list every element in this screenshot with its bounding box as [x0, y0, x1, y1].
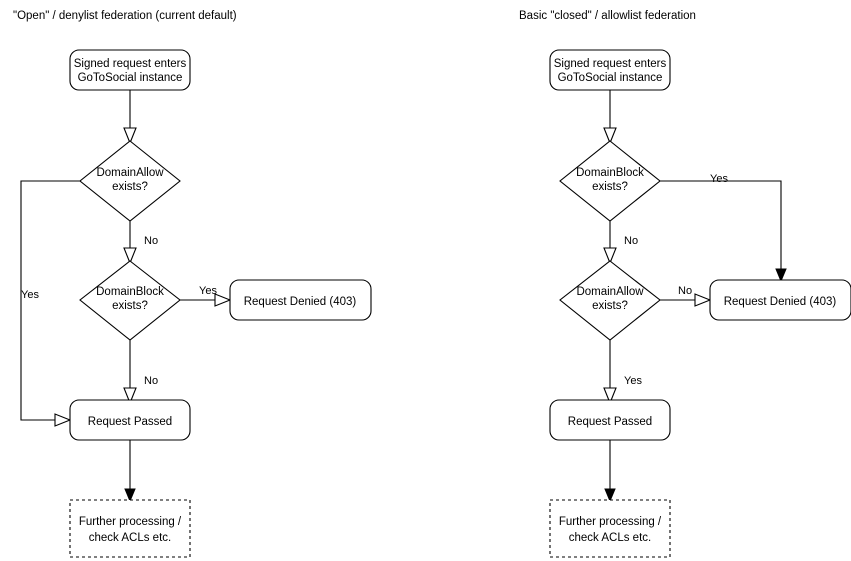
edge-entry-to-decision1-left [123, 90, 137, 145]
edge-domainallow-no-right: No [660, 285, 712, 307]
further-processing-label-line2: check ACLs etc. [89, 532, 171, 544]
domainallow-label-line2: exists? [592, 300, 628, 312]
edge-label-domainallow-no: No [678, 285, 692, 297]
node-request-passed-right: Request Passed [549, 399, 671, 441]
node-decision-domainallow-right: DomainAllow exists? [559, 260, 661, 341]
edge-domainblock-yes-left: Yes [180, 285, 232, 307]
edge-entry-to-decision1-right [603, 90, 617, 145]
panel-title-left: "Open" / denylist federation (current de… [13, 10, 237, 22]
entry-label-line1: Signed request enters [74, 58, 187, 70]
arrowhead-open [603, 247, 617, 265]
entry-label-line1: Signed request enters [554, 58, 667, 70]
node-decision-domainblock-right: DomainBlock exists? [559, 140, 661, 222]
request-denied-box-shape [709, 279, 851, 321]
request-denied-label: Request Denied (403) [244, 296, 357, 308]
edge-domainallow-yes-left: Yes [20, 180, 80, 427]
edge-label-domainallow-yes: Yes [21, 289, 39, 301]
edge-domainallow-yes-right: Yes [603, 340, 642, 405]
arrowhead-open [123, 387, 137, 405]
edge-passed-to-further-right [604, 440, 616, 503]
arrowhead-open [123, 247, 137, 265]
edge-label-domainblock-yes: Yes [710, 173, 728, 185]
request-denied-box-shape [229, 279, 372, 321]
further-processing-box-shape [69, 499, 191, 558]
node-further-processing-left: Further processing / check ACLs etc. [69, 499, 191, 558]
arrowhead-filled [775, 268, 787, 283]
node-entry-right: Signed request enters GoToSocial instanc… [549, 49, 671, 91]
node-further-processing-right: Further processing / check ACLs etc. [549, 499, 671, 558]
edge-domainblock-yes-right: Yes [660, 173, 787, 283]
edge-label-domainallow-no: No [144, 235, 158, 247]
edge-domainallow-no-left: No [123, 221, 158, 265]
edge-label-domainblock-no: No [624, 235, 638, 247]
arrowhead-open [603, 387, 617, 405]
entry-box-shape [69, 49, 191, 91]
domainblock-label-line2: exists? [592, 181, 628, 193]
arrowhead-open [214, 293, 232, 307]
node-decision-domainblock-left: DomainBlock exists? [79, 260, 181, 341]
arrowhead-open [54, 413, 72, 427]
edge-passed-to-further-left [124, 440, 136, 503]
domainblock-label-line2: exists? [112, 300, 148, 312]
edge-domainblock-no-right: No [603, 221, 638, 265]
panel-open-denylist: "Open" / denylist federation (current de… [13, 10, 372, 558]
request-passed-label: Request Passed [88, 416, 172, 428]
arrowhead-filled [604, 488, 616, 503]
node-decision-domainallow-left: DomainAllow exists? [79, 140, 181, 222]
domainallow-label-line2: exists? [112, 181, 148, 193]
further-processing-label-line1: Further processing / [559, 516, 662, 528]
edge-label-domainblock-no: No [144, 375, 158, 387]
domainblock-label-line1: DomainBlock [576, 167, 644, 179]
arrowhead-open [694, 293, 712, 307]
node-request-passed-left: Request Passed [69, 399, 191, 441]
entry-label-line2: GoToSocial instance [558, 72, 663, 84]
edge-label-domainblock-yes: Yes [199, 285, 217, 297]
entry-box-shape [549, 49, 671, 91]
further-processing-label-line2: check ACLs etc. [569, 532, 651, 544]
arrowhead-open [603, 127, 617, 145]
arrowhead-open [123, 127, 137, 145]
edge-domainblock-no-left: No [123, 340, 158, 405]
domainblock-label-line1: DomainBlock [96, 286, 164, 298]
node-request-denied-left: Request Denied (403) [229, 279, 372, 321]
panel-closed-allowlist: Basic "closed" / allowlist federation Si… [519, 10, 851, 558]
request-passed-label: Request Passed [568, 416, 652, 428]
further-processing-box-shape [549, 499, 671, 558]
node-request-denied-right: Request Denied (403) [709, 279, 851, 321]
entry-label-line2: GoToSocial instance [78, 72, 183, 84]
further-processing-label-line1: Further processing / [79, 516, 182, 528]
request-denied-label: Request Denied (403) [724, 296, 837, 308]
domainallow-label-line1: DomainAllow [96, 167, 164, 179]
edge-label-domainallow-yes: Yes [624, 375, 642, 387]
node-entry-left: Signed request enters GoToSocial instanc… [69, 49, 191, 91]
domainallow-label-line1: DomainAllow [576, 286, 644, 298]
panel-title-right: Basic "closed" / allowlist federation [519, 10, 696, 22]
arrowhead-filled [124, 488, 136, 503]
